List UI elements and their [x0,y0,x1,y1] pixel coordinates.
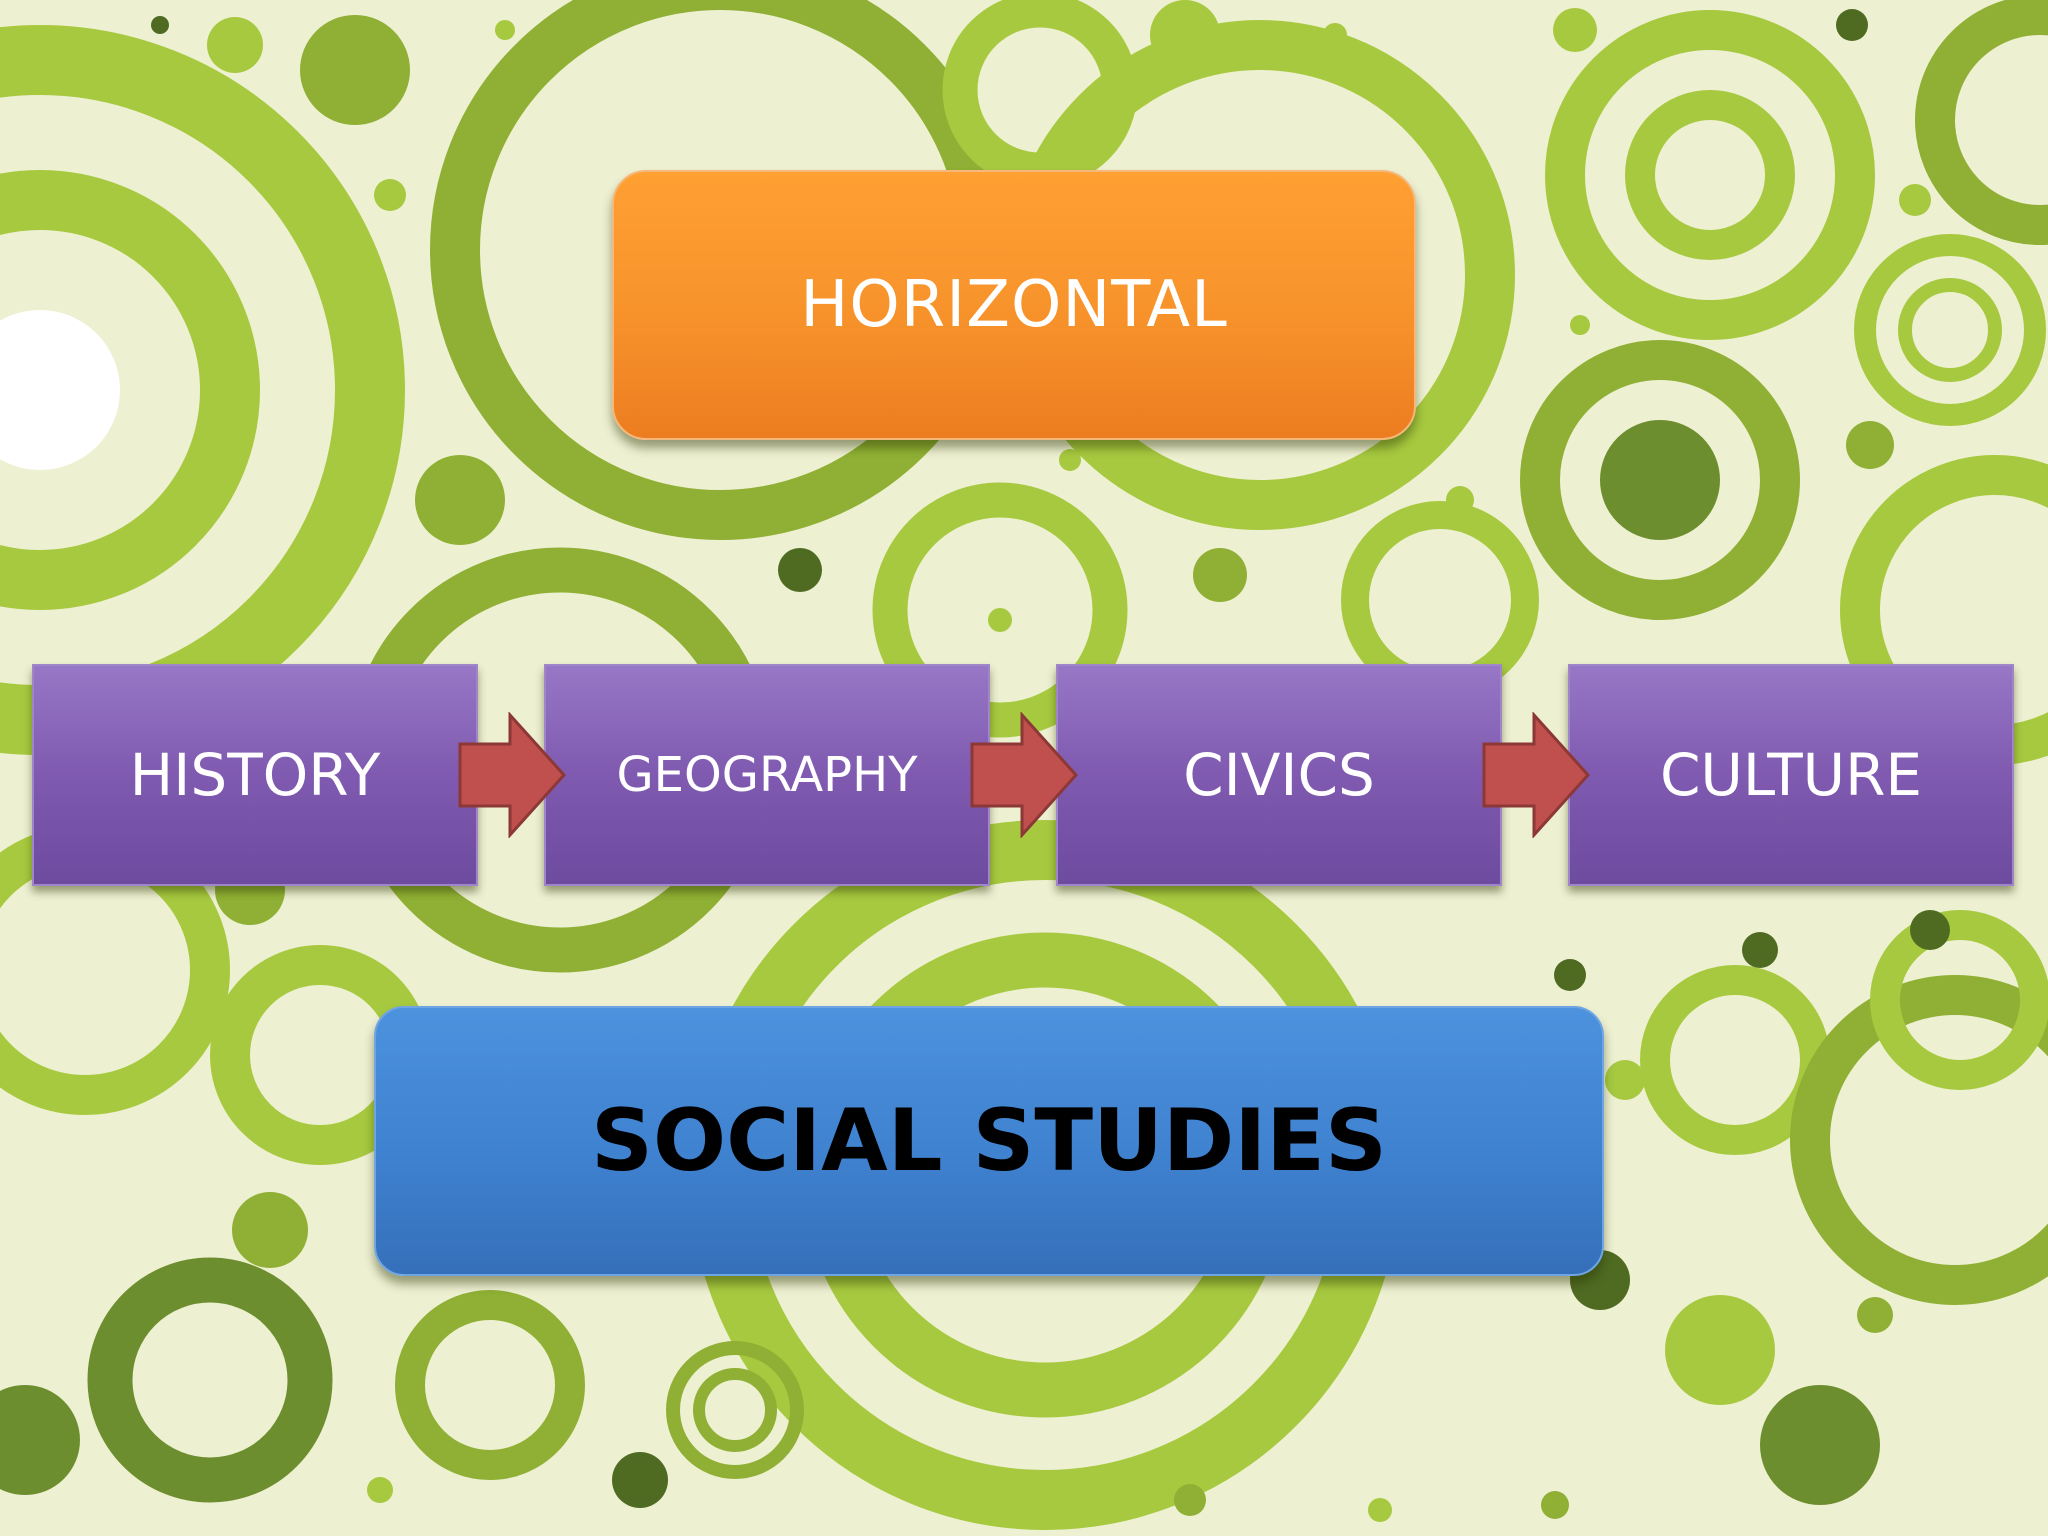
bg-dot [612,1452,668,1508]
bg-dot [1665,1295,1775,1405]
bg-dot [1541,1491,1569,1519]
bg-ring [1790,975,2048,1305]
arrow-right-icon [970,712,1078,838]
bg-ring [395,1290,585,1480]
topic-label-history: HISTORY [129,741,381,809]
bg-ring [1870,910,2048,1090]
bg-dot [1174,1484,1206,1516]
bg-dot [988,608,1012,632]
bg-dot [1554,959,1586,991]
topic-label-culture: CULTURE [1659,741,1923,809]
bg-dot [1600,420,1720,540]
bg-dot [1368,1498,1392,1522]
bg-dot [1857,1297,1893,1333]
arrow-right-icon [1482,712,1590,838]
topic-box-geography: GEOGRAPHY [544,664,990,886]
bg-dot [1836,9,1868,41]
social-studies-label: SOCIAL STUDIES [591,1091,1387,1191]
bg-dot [1846,421,1894,469]
topic-label-civics: CIVICS [1183,741,1375,809]
topic-box-civics: CIVICS [1056,664,1502,886]
topic-box-culture: CULTURE [1568,664,2014,886]
bg-dot [1910,910,1950,950]
bg-dot [1323,23,1347,47]
bg-dot [1899,184,1931,216]
bg-dot [1059,449,1081,471]
bg-dot [300,15,410,125]
bg-dot [495,20,515,40]
social-studies-box: SOCIAL STUDIES [374,1006,1604,1276]
bg-dot [1446,486,1474,514]
bg-dot [1570,315,1590,335]
bg-ring [872,482,1128,738]
bg-dot [415,455,505,545]
bg-dot [1760,1385,1880,1505]
bg-ring [666,1341,804,1479]
bg-dot [374,179,406,211]
bg-dot [1742,932,1778,968]
bg-dot [0,310,120,470]
horizontal-box: HORIZONTAL [612,170,1416,440]
bg-ring [1854,234,2046,426]
bg-dot [1605,1060,1645,1100]
bg-dot [778,548,822,592]
bg-ring [1898,278,2002,382]
bg-ring [1915,0,2048,245]
bg-dot [367,1477,393,1503]
bg-dot [1150,0,1220,70]
bg-dot [1553,8,1597,52]
bg-dot [232,1192,308,1268]
bg-ring [1520,340,1800,620]
bg-dot [1193,548,1247,602]
bg-ring [693,1368,777,1452]
bg-dot [0,1385,80,1495]
bg-ring [1545,10,1875,340]
bg-dot [207,17,263,73]
horizontal-label: HORIZONTAL [800,268,1228,342]
bg-ring [0,170,260,610]
bg-ring [87,1257,333,1503]
topic-label-geography: GEOGRAPHY [616,747,918,803]
arrow-right-icon [458,712,566,838]
topic-box-history: HISTORY [32,664,478,886]
bg-ring [1625,90,1795,260]
bg-dot [151,16,169,34]
